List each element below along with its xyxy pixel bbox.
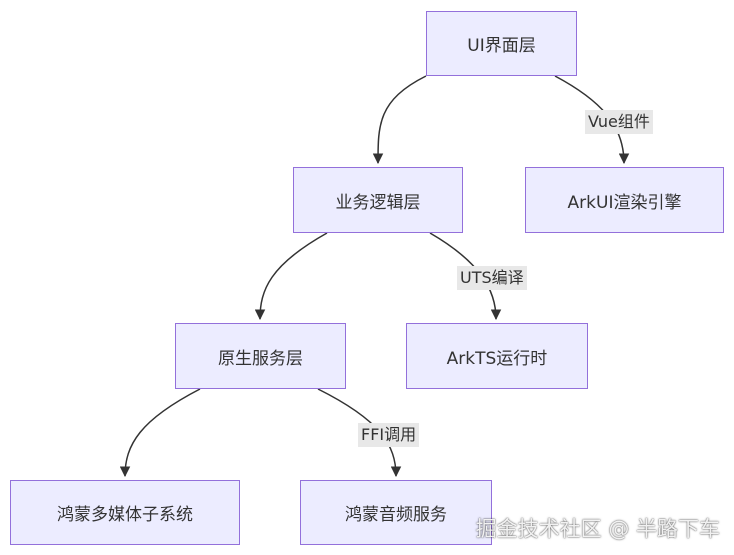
- node-ui-layer: UI界面层: [426, 11, 577, 76]
- edge-label-ffi-call: FFI调用: [358, 423, 420, 447]
- node-harmony-media-subsystem: 鸿蒙多媒体子系统: [10, 480, 240, 545]
- edge-native-to-media: [119, 388, 201, 478]
- node-native-service-layer: 原生服务层: [175, 323, 346, 389]
- edge-ui-to-business: [372, 75, 427, 165]
- edge-label-vue-component: Vue组件: [585, 110, 653, 134]
- watermark-text: 掘金技术社区 @ 半路下车: [475, 517, 720, 541]
- edge-label-uts-compile: UTS编译: [457, 266, 527, 290]
- node-arkts-runtime: ArkTS运行时: [406, 323, 588, 389]
- node-harmony-audio-service: 鸿蒙音频服务: [300, 480, 492, 545]
- node-business-layer: 业务逻辑层: [293, 167, 463, 233]
- edge-business-to-native: [254, 232, 328, 321]
- node-arkui-engine: ArkUI渲染引擎: [525, 167, 724, 233]
